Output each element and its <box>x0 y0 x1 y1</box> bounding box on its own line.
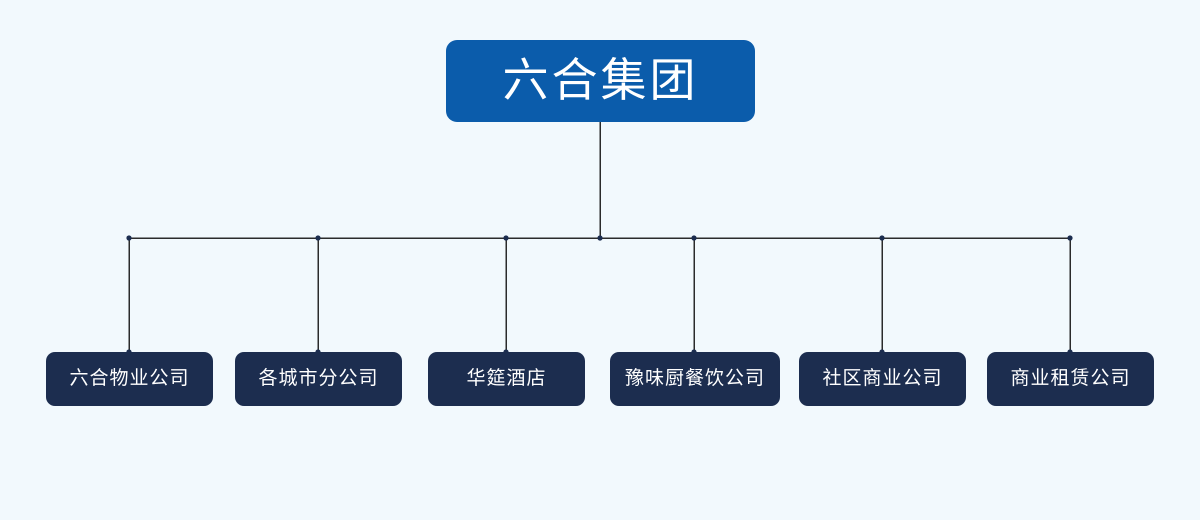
org-node-root-label: 六合集团 <box>502 53 699 106</box>
org-node-child-label: 六合物业公司 <box>69 367 190 389</box>
org-node-child[interactable]: 六合物业公司 <box>46 352 213 406</box>
org-node-child[interactable]: 各城市分公司 <box>235 352 402 406</box>
org-node-child[interactable]: 商业租赁公司 <box>987 352 1154 406</box>
org-node-child-label: 各城市分公司 <box>258 367 379 389</box>
org-node-child-label: 商业租赁公司 <box>1010 367 1131 389</box>
connector-junction-dot <box>691 235 697 241</box>
connector-junction-dot <box>503 235 509 241</box>
org-node-child-label: 豫味厨餐饮公司 <box>624 367 765 389</box>
connector-root-junction-dot <box>597 235 603 241</box>
connector-junction-dot <box>315 235 321 241</box>
connector-junction-dot <box>879 235 885 241</box>
org-node-child[interactable]: 华筵酒店 <box>428 352 585 406</box>
org-node-child[interactable]: 豫味厨餐饮公司 <box>610 352 780 406</box>
org-node-root[interactable]: 六合集团 <box>446 40 755 122</box>
connector-junction-dot <box>126 235 132 241</box>
org-node-child-label: 华筵酒店 <box>466 367 547 389</box>
connector-junction-dot <box>1067 235 1073 241</box>
org-node-child[interactable]: 社区商业公司 <box>799 352 966 406</box>
org-node-child-label: 社区商业公司 <box>822 367 943 389</box>
